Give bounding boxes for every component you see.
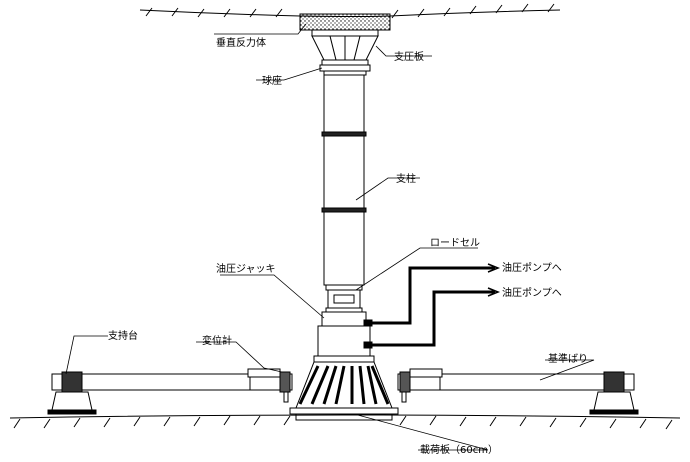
load-cell — [325, 284, 363, 313]
hydraulic-lines — [372, 263, 501, 347]
label-to-hydraulic-pump-1: 油圧ポンプへ — [502, 261, 562, 274]
label-load-cell: ロードセル — [430, 237, 480, 249]
label-to-hydraulic-pump-2: 油圧ポンプへ — [502, 286, 562, 299]
reference-beam — [51, 373, 635, 391]
displacement-gauges — [247, 368, 443, 403]
label-displacement-gauge: 変位計 — [202, 334, 232, 347]
loading-plate-assembly — [289, 361, 399, 421]
label-bearing-plate: 支圧板 — [394, 50, 424, 63]
label-loading-plate: 載荷板（60cm） — [420, 443, 498, 456]
label-ball-seat: 球座 — [262, 74, 282, 87]
label-vertical-reaction-body: 垂直反力体 — [216, 36, 266, 49]
labels: 垂直反力体 支圧板 球座 支柱 ロードセル 油圧ジャッキ 油圧ポンプへ 油圧ポン… — [108, 36, 588, 456]
ball-seat — [319, 59, 371, 76]
support-stands — [47, 371, 639, 415]
label-support-stand: 支持台 — [108, 329, 138, 342]
label-hydraulic-jack: 油圧ジャッキ — [216, 262, 276, 275]
label-column: 支柱 — [396, 172, 416, 185]
leader-lines — [65, 23, 595, 451]
column — [321, 74, 367, 286]
bottom-ground — [9, 414, 681, 430]
bearing-plate — [311, 29, 379, 61]
vertical-reaction-body — [299, 13, 391, 31]
label-reference-beam: 基準ばり — [548, 352, 588, 365]
hydraulic-jack — [313, 311, 375, 363]
